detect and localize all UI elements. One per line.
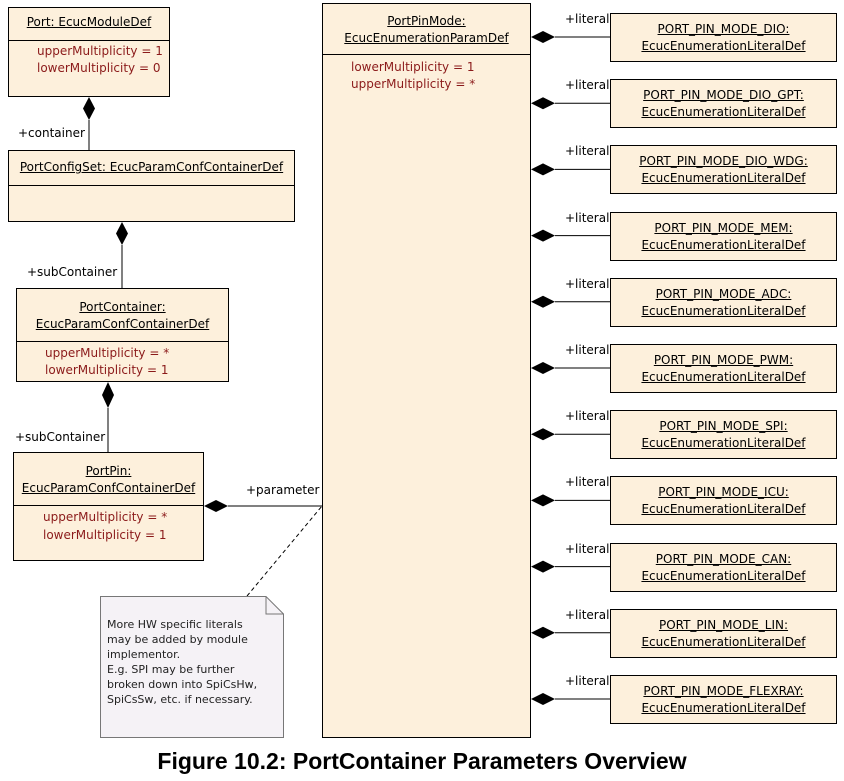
role-literal-label: +literal — [565, 541, 610, 556]
literal-box: PORT_PIN_MODE_PWM: EcucEnumerationLiteral… — [610, 344, 837, 393]
role-subcontainer-label-2: +subContainer — [15, 430, 106, 444]
literal-name: PORT_PIN_MODE_CAN: — [655, 551, 792, 566]
role-literal-label: +literal — [565, 12, 610, 26]
literal-type: EcucEnumerationLiteralDef — [641, 237, 806, 252]
pin-lower-multiplicity: lowerMultiplicity = 1 — [43, 528, 167, 542]
literal-name: PORT_PIN_MODE_ADC: — [655, 286, 792, 301]
composition-diamond — [531, 362, 555, 374]
port-container-box: PortContainer: EcucParamConfContainerDef… — [16, 288, 229, 382]
literal-name: PORT_PIN_MODE_MEM: — [654, 220, 793, 235]
port-configset-box: PortConfigSet: EcucParamConfContainerDef — [8, 150, 295, 222]
role-literal-label: +literal — [565, 607, 610, 622]
literal-type: EcucEnumerationLiteralDef — [641, 634, 806, 649]
literal-name: PORT_PIN_MODE_ICU: — [658, 485, 789, 500]
literal-box: PORT_PIN_MODE_FLEXRAY: EcucEnumerationLit… — [610, 675, 837, 724]
literal-type: EcucEnumerationLiteralDef — [641, 568, 806, 583]
pin-upper-multiplicity: upperMultiplicity = * — [43, 510, 168, 524]
composition-diamond — [531, 97, 555, 110]
literal-type: EcucEnumerationLiteralDef — [641, 171, 806, 186]
pin-mode-title-1: PortPinMode: — [387, 14, 466, 28]
literal-box: PORT_PIN_MODE_CAN: EcucEnumerationLiteral… — [610, 542, 837, 592]
role-literal-label: +literal — [565, 409, 610, 424]
literal-box: PORT_PIN_MODE_ADC: EcucEnumerationLiteral… — [610, 277, 837, 327]
pin-mode-upper-multiplicity: upperMultiplicity = * — [351, 77, 476, 91]
container-lower-multiplicity: lowerMultiplicity = 1 — [45, 363, 169, 377]
port-lower-multiplicity: lowerMultiplicity = 0 — [37, 61, 161, 75]
note-shape — [100, 596, 284, 738]
role-literal-label: +literal — [565, 78, 610, 93]
port-pin-mode-box: PortPinMode: EcucEnumerationParamDef low… — [322, 3, 531, 738]
composition-diamond — [204, 500, 228, 512]
role-literal-label: +literal — [565, 144, 610, 159]
literal-box: PORT_PIN_MODE_DIO: EcucEnumerationLiteral… — [610, 13, 837, 62]
port-pin-box: PortPin: EcucParamConfContainerDef upper… — [13, 452, 204, 561]
literal-type: EcucEnumerationLiteralDef — [641, 370, 806, 384]
composition-diamond — [83, 97, 95, 120]
port-pin-title-1: PortPin: — [85, 464, 132, 478]
literal-type: EcucEnumerationLiteralDef — [641, 502, 806, 517]
literal-type: EcucEnumerationLiteralDef — [641, 436, 806, 451]
literal-box: PORT_PIN_MODE_ICU: EcucEnumerationLiteral… — [610, 476, 837, 526]
composition-diamond — [531, 428, 555, 441]
literal-name: PORT_PIN_MODE_SPI: — [659, 419, 788, 434]
literal-type: EcucEnumerationLiteralDef — [641, 105, 806, 120]
container-upper-multiplicity: upperMultiplicity = * — [45, 346, 170, 360]
literal-name: PORT_PIN_MODE_DIO: — [657, 22, 790, 36]
composition-diamond — [531, 31, 555, 43]
role-literal-label: +literal — [565, 475, 610, 490]
composition-diamond — [102, 382, 114, 408]
role-container-label: +container — [18, 126, 85, 140]
pin-mode-lower-multiplicity: lowerMultiplicity = 1 — [351, 60, 475, 74]
literal-box: PORT_PIN_MODE_MEM: EcucEnumerationLiteral… — [610, 211, 837, 261]
literal-name: PORT_PIN_MODE_LIN: — [658, 617, 789, 632]
literal-name: PORT_PIN_MODE_DIO_GPT: — [643, 88, 804, 103]
literal-name: PORT_PIN_MODE_FLEXRAY: — [643, 684, 804, 698]
role-literal-label: +literal — [565, 276, 610, 291]
composition-diamond — [531, 494, 555, 507]
figure-caption: Figure 10.2: PortContainer Parameters Ov… — [157, 748, 687, 774]
literal-type: EcucEnumerationLiteralDef — [641, 701, 806, 715]
literal-box: PORT_PIN_MODE_LIN: EcucEnumerationLiteral… — [610, 608, 837, 658]
literal-type: EcucEnumerationLiteralDef — [641, 39, 806, 53]
note-line: E.g. SPI may be further — [107, 663, 235, 676]
note-line: implementor. — [107, 648, 181, 661]
composition-diamond — [116, 222, 128, 245]
composition-diamond — [531, 693, 555, 705]
composition-diamond — [531, 163, 555, 176]
composition-diamond — [531, 560, 555, 573]
note-line: may be added by module — [107, 633, 248, 646]
port-configset-title: PortConfigSet: EcucParamConfContainerDef — [19, 160, 284, 174]
port-container-title-2: EcucParamConfContainerDef — [35, 317, 210, 331]
pin-mode-title-2: EcucEnumerationParamDef — [344, 31, 509, 45]
port-pin-title-2: EcucParamConfContainerDef — [21, 481, 196, 495]
note-line: SpiCsSw, etc. if necessary. — [107, 693, 253, 706]
role-literal-label: +literal — [565, 210, 610, 225]
role-subcontainer-label-1: +subContainer — [27, 265, 118, 279]
literal-name: PORT_PIN_MODE_PWM: — [653, 353, 794, 367]
port-module-box: Port: EcucModuleDef upperMultiplicity = … — [8, 7, 170, 97]
literal-box: PORT_PIN_MODE_DIO_WDG: EcucEnumerationLit… — [610, 145, 837, 195]
composition-diamond — [531, 295, 555, 308]
literal-name: PORT_PIN_MODE_DIO_WDG: — [639, 154, 808, 169]
literal-box: PORT_PIN_MODE_DIO_GPT: EcucEnumerationLit… — [610, 79, 837, 129]
role-parameter-label: +parameter — [246, 483, 320, 497]
port-upper-multiplicity: upperMultiplicity = 1 — [37, 44, 163, 58]
port-container-title-1: PortContainer: — [79, 300, 166, 314]
role-literal-label: +literal — [565, 343, 610, 357]
note-text: More HW specific literals may be added b… — [107, 617, 257, 707]
port-module-title: Port: EcucModuleDef — [26, 15, 152, 29]
note-line: More HW specific literals — [107, 618, 243, 631]
role-literal-label: +literal — [565, 674, 610, 688]
note-line: broken down into SpiCsHw, — [107, 678, 258, 691]
literal-box: PORT_PIN_MODE_SPI: EcucEnumerationLiteral… — [610, 410, 837, 460]
composition-diamond — [531, 229, 555, 242]
literal-type: EcucEnumerationLiteralDef — [641, 303, 806, 318]
composition-diamond — [531, 626, 555, 639]
